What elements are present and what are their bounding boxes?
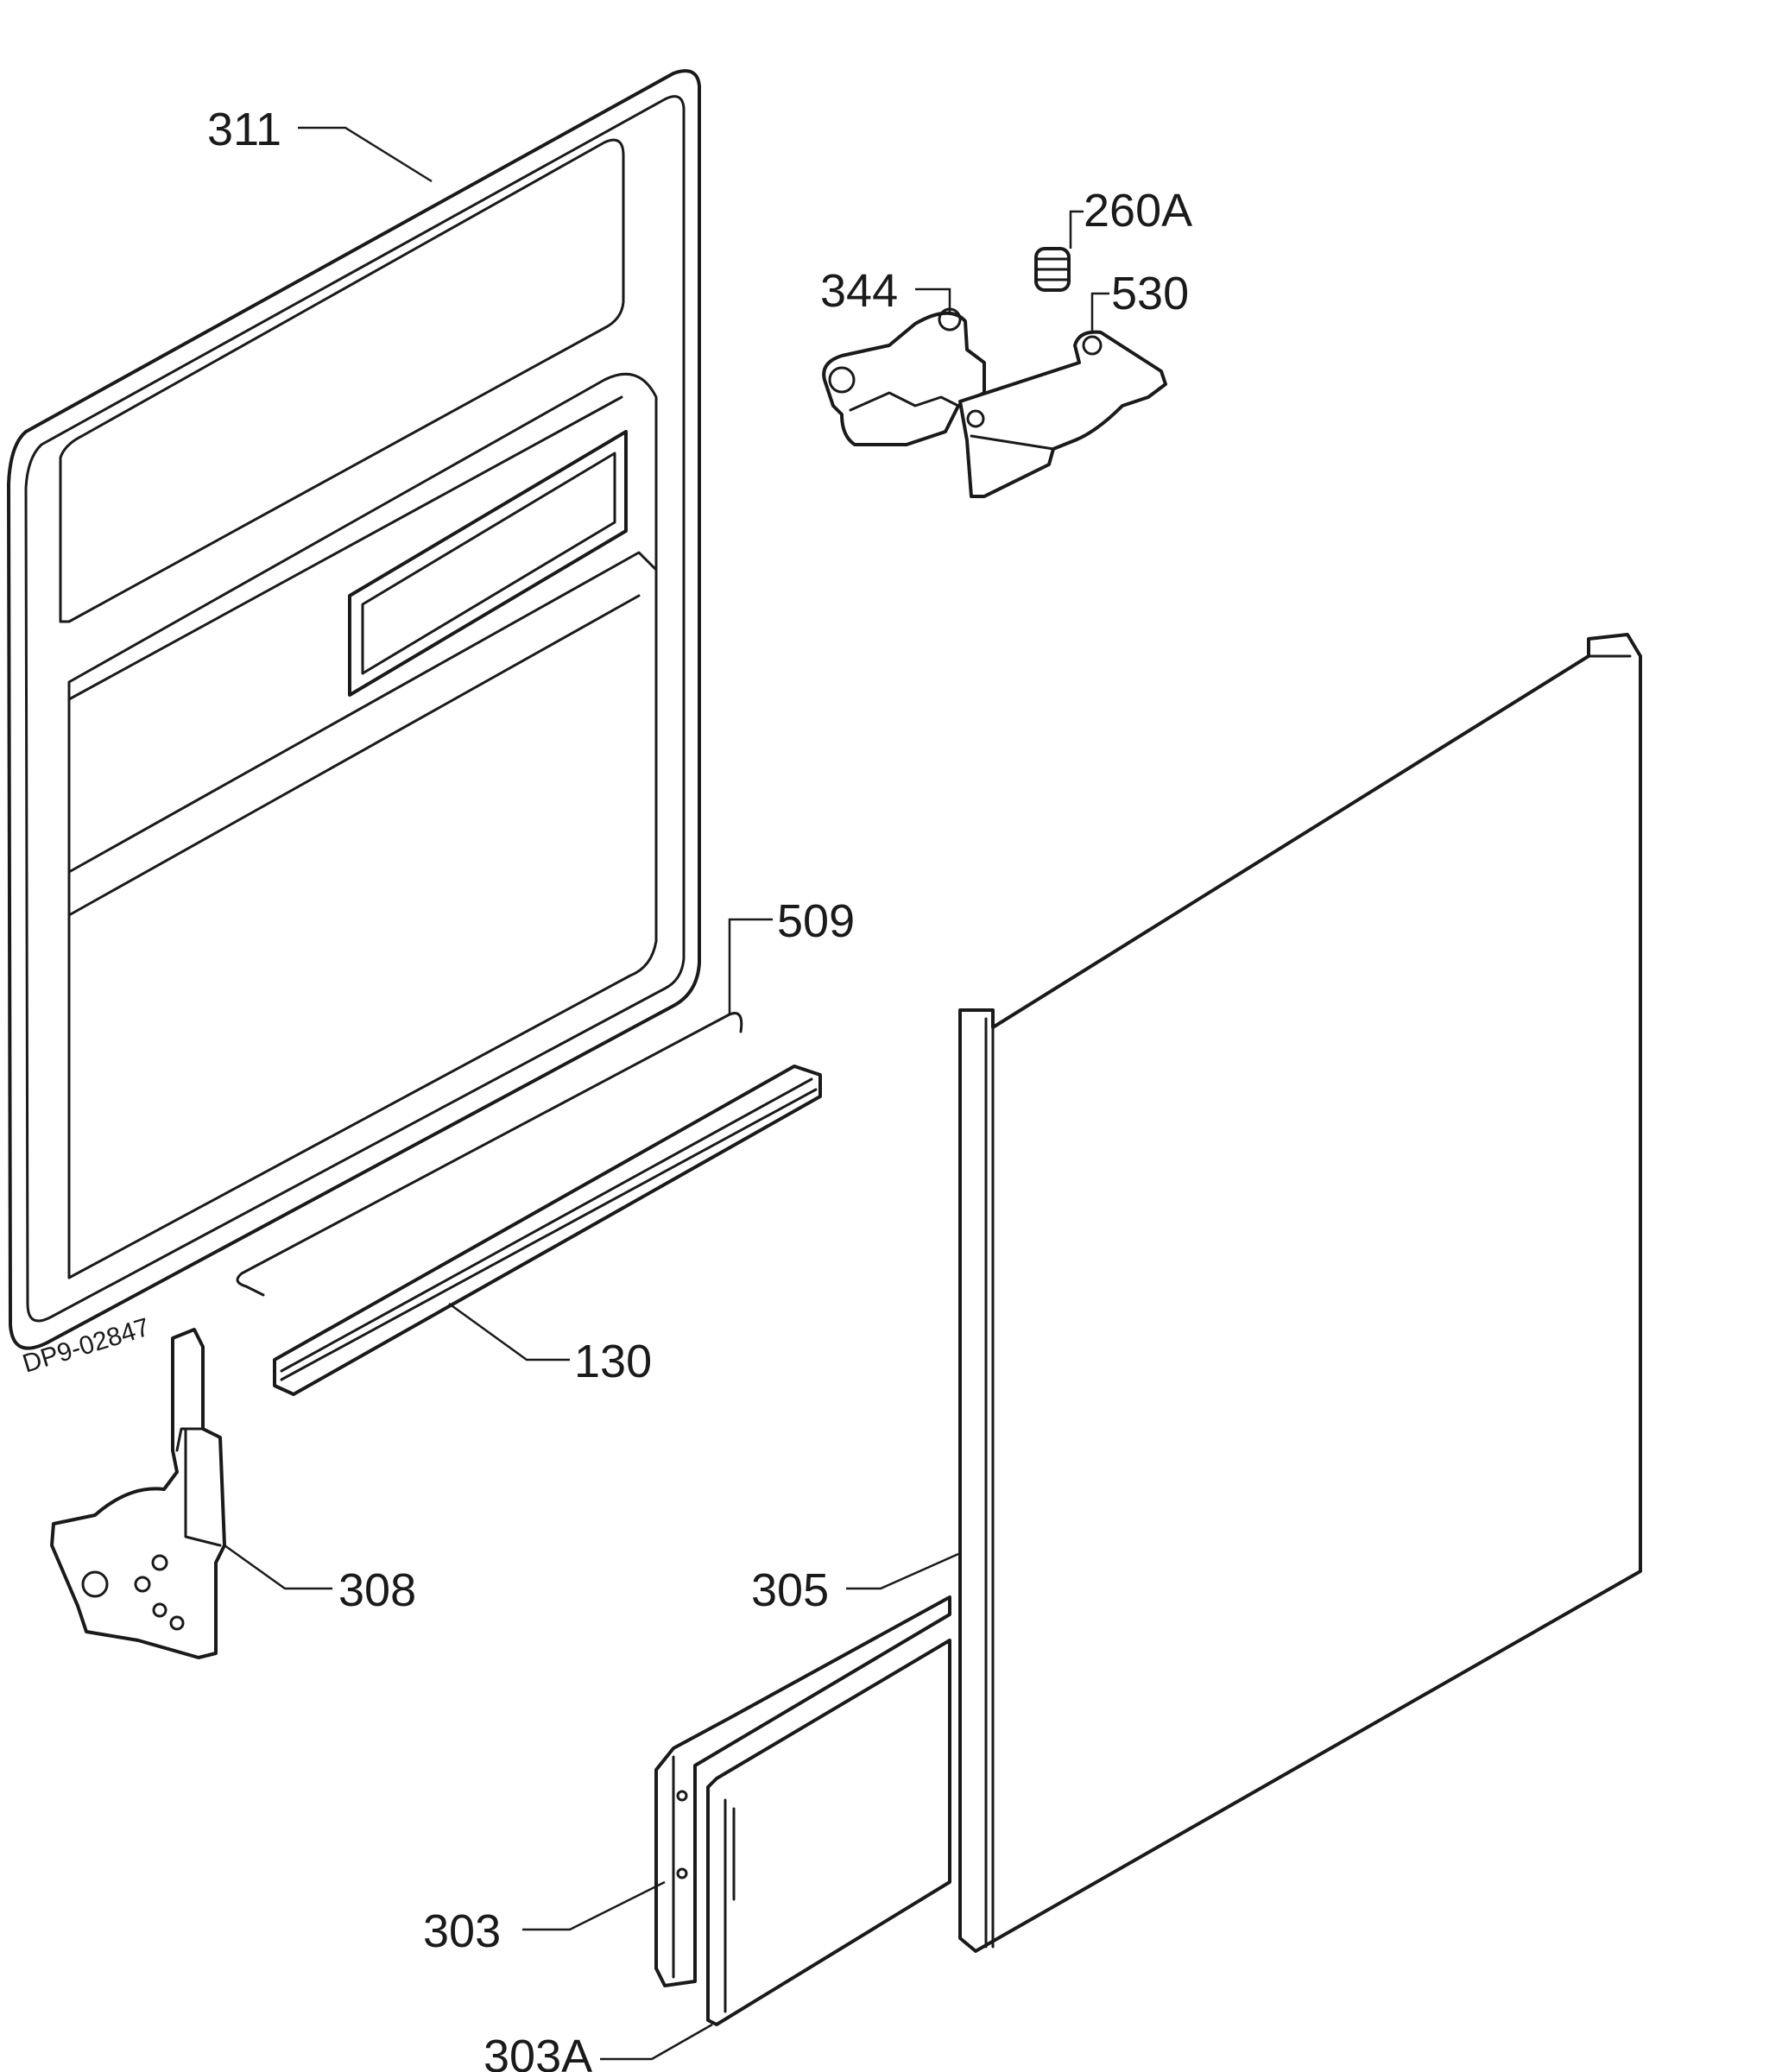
callout-344: 344 (820, 265, 898, 317)
part-530-hook (958, 330, 1167, 498)
part-305-outer-door (958, 633, 1642, 1953)
callout-305: 305 (751, 1564, 829, 1616)
part-130-seal-strip (273, 1064, 822, 1396)
part-260a-spring (1034, 247, 1071, 292)
callout-311: 311 (207, 104, 281, 155)
part-303-frame-strip (654, 1595, 951, 1987)
part-303a-frame-panel (706, 1639, 951, 2026)
callout-260a: 260A (1084, 185, 1192, 237)
callout-530: 530 (1111, 268, 1189, 319)
callout-303: 303 (423, 1905, 501, 1957)
part-311-inner-door (7, 69, 701, 1350)
callout-130: 130 (574, 1336, 652, 1387)
callout-509: 509 (777, 895, 855, 947)
callout-303a: 303A (483, 2031, 592, 2072)
leader-lines (224, 126, 1109, 2061)
part-509-rod (236, 1012, 743, 1297)
part-308-hinge (50, 1328, 226, 1659)
part-344-latch (822, 307, 986, 446)
callout-308: 308 (338, 1564, 416, 1616)
